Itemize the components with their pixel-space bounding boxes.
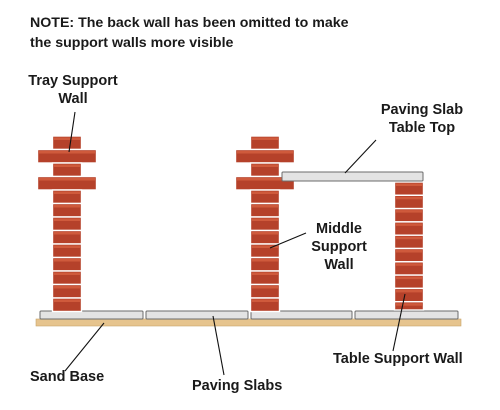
brick-highlight [252, 191, 278, 194]
brick-highlight [396, 276, 422, 280]
brick [393, 261, 425, 276]
note-text: NOTE: The back wall has been omitted to … [30, 15, 349, 51]
brick-highlight [54, 232, 80, 235]
brick-highlight [252, 164, 278, 167]
brick [51, 243, 83, 259]
brick-highlight [396, 250, 422, 253]
label-sand-base: Sand Base [30, 369, 105, 385]
brick-highlight [252, 218, 278, 221]
label-tray-support-wall: Tray Support Wall [28, 73, 118, 107]
label-middle-support-wall: Middle Support Wall [311, 221, 367, 273]
brick [249, 135, 281, 151]
brick-highlight [54, 299, 80, 302]
support-walls [36, 135, 425, 313]
brick [393, 287, 425, 303]
brick-body [393, 301, 425, 311]
brick-highlight [54, 137, 80, 140]
brick [234, 148, 296, 164]
brick [51, 297, 83, 313]
brick-highlight [396, 210, 422, 213]
brick [51, 216, 83, 232]
brick [51, 162, 83, 178]
brick [393, 207, 425, 223]
brick [249, 270, 281, 286]
brick [51, 229, 83, 245]
brick [393, 181, 425, 197]
brick-highlight [54, 272, 80, 275]
brick [51, 202, 83, 218]
sand-strip [35, 318, 462, 327]
brick [51, 270, 83, 286]
label-paving-slab-table-top: Paving Slab Table Top [380, 102, 464, 136]
leader-line [269, 232, 307, 249]
brick-highlight [396, 236, 422, 240]
brick-highlight [252, 272, 278, 275]
leader-lines [64, 111, 406, 376]
label-paving-slabs: Paving Slabs [192, 378, 283, 394]
leader-line [68, 111, 76, 153]
brick [393, 221, 425, 236]
brick-highlight [54, 191, 80, 194]
brick-highlight [252, 137, 278, 140]
brick-highlight [396, 196, 422, 200]
leader-line [392, 293, 406, 352]
brick [249, 229, 281, 245]
brick [249, 189, 281, 205]
brick-highlight [252, 259, 278, 262]
label-table-support-wall: Table Support Wall [333, 351, 463, 367]
brick [249, 256, 281, 272]
brick-highlight [252, 205, 278, 208]
brick [249, 297, 281, 313]
brick-highlight [54, 259, 80, 262]
brick [249, 283, 281, 299]
brick [36, 175, 98, 191]
brick [51, 283, 83, 299]
brick-highlight [396, 289, 422, 293]
brick [393, 274, 425, 290]
brick [393, 301, 425, 311]
brick [393, 247, 425, 263]
brick-highlight [54, 164, 80, 167]
paving-slab [354, 310, 459, 320]
sand-base [35, 318, 462, 327]
brick-highlight [39, 178, 95, 181]
brick-highlight [252, 245, 278, 248]
leader-line [212, 315, 225, 376]
brick-highlight [39, 151, 95, 154]
brick [51, 256, 83, 272]
brick-highlight [252, 299, 278, 302]
brick-highlight [237, 178, 293, 181]
brick-highlight [54, 205, 80, 208]
brick-highlight [396, 263, 422, 266]
brick [36, 148, 98, 164]
brick [51, 135, 83, 151]
brick [249, 216, 281, 232]
table-top-slab [281, 171, 424, 182]
brick-highlight [396, 183, 422, 186]
paving-slab [145, 310, 249, 320]
brick [393, 234, 425, 250]
paving-slab [39, 310, 144, 320]
brick-highlight [54, 218, 80, 221]
leader-line [64, 322, 105, 372]
brick-highlight [252, 286, 278, 289]
brick-highlight [396, 303, 422, 306]
brick-highlight [396, 223, 422, 226]
brick-highlight [54, 245, 80, 248]
brick [51, 189, 83, 205]
brick-highlight [252, 232, 278, 235]
paving-slabs-row [39, 310, 459, 320]
paving-slab [250, 310, 353, 320]
brick-highlight [54, 286, 80, 289]
leader-line [344, 139, 377, 174]
brick [249, 162, 281, 178]
brick-highlight [237, 151, 293, 154]
brick [393, 194, 425, 210]
paving-slab-table-top [281, 171, 424, 182]
brick [249, 202, 281, 218]
